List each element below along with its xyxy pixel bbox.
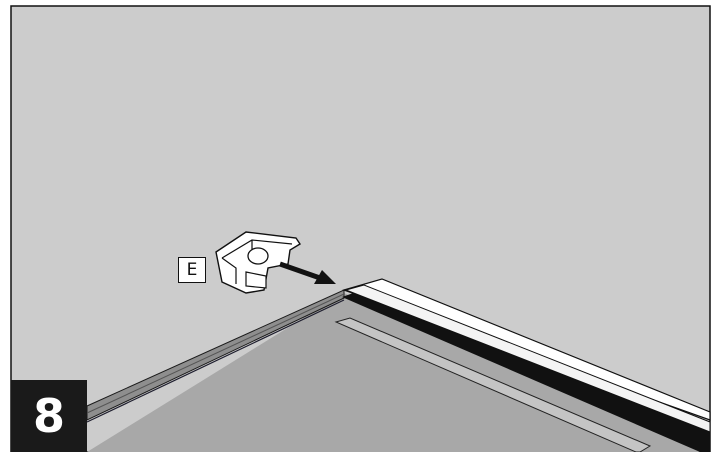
right-groove xyxy=(334,317,652,453)
insertion-arrow-shaft xyxy=(279,261,321,281)
right-profile-front-face xyxy=(344,284,711,433)
left-strip-highlight xyxy=(86,293,345,414)
step-number-badge: 8 xyxy=(11,380,87,452)
left-profile-strip xyxy=(86,289,345,421)
clip-part-e xyxy=(215,231,301,294)
right-profile-black-band xyxy=(342,290,710,452)
insertion-arrow-head xyxy=(314,270,336,284)
left-strip-lower-edge xyxy=(86,299,345,423)
part-label-e: E xyxy=(178,257,206,283)
